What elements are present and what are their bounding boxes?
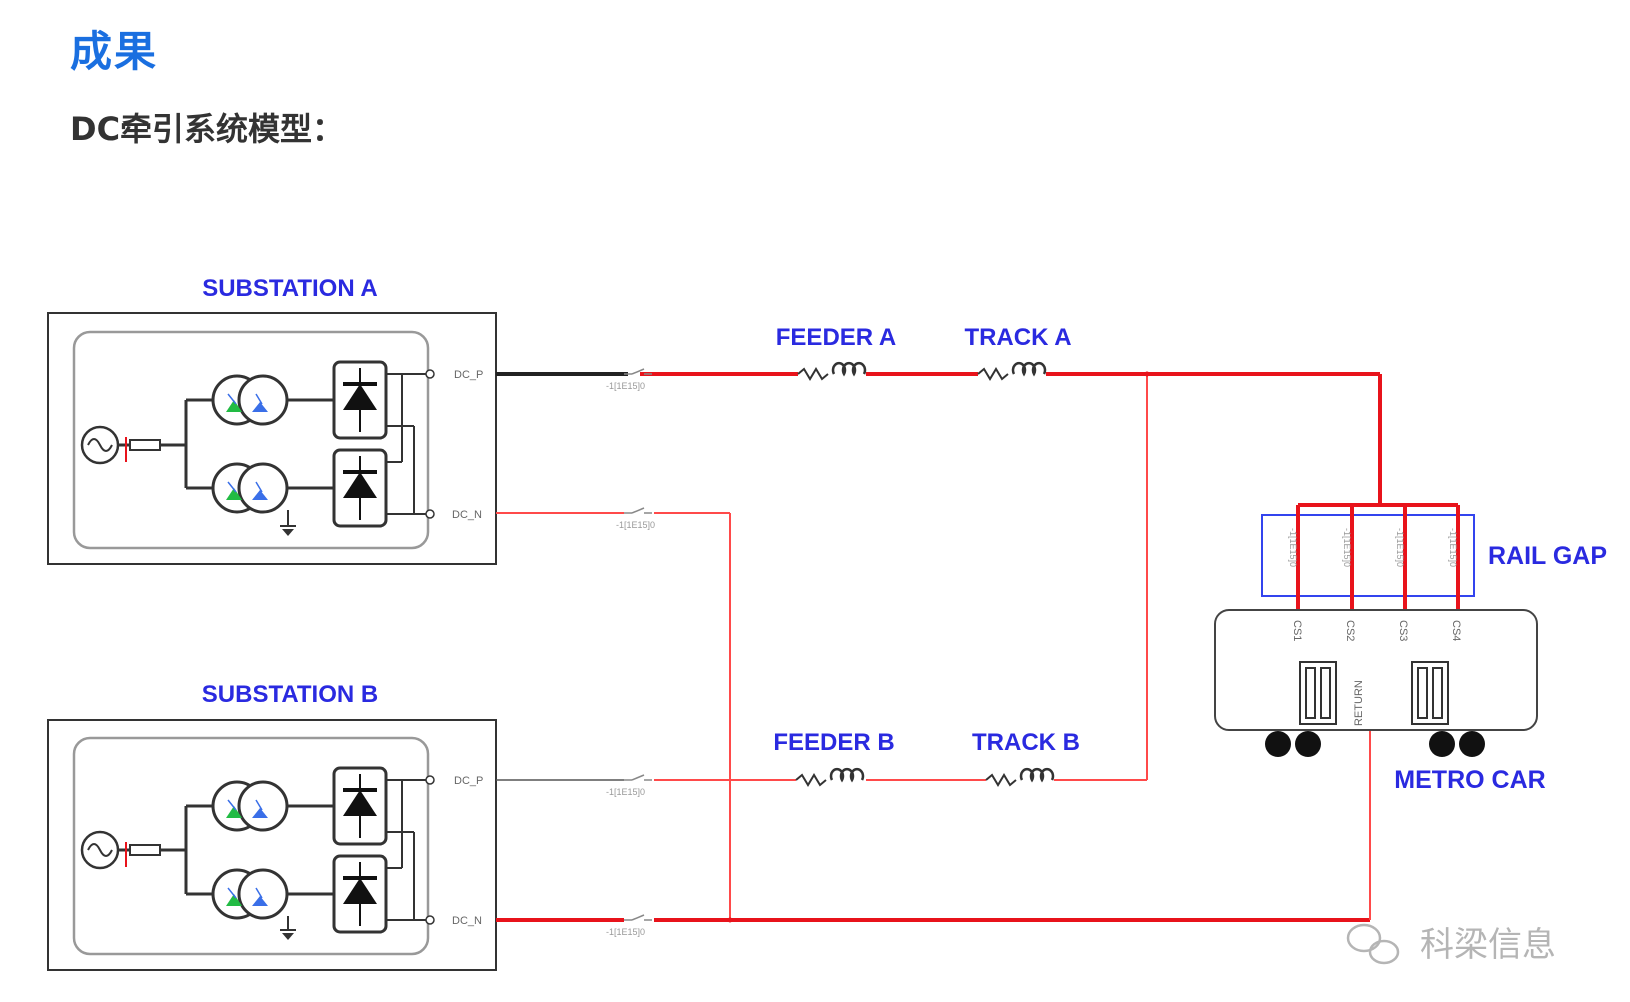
return-label: RETURN [1353, 680, 1365, 726]
feeder-b-inductor-icon [794, 767, 865, 787]
feeder-b-label: FEEDER B [773, 729, 894, 756]
motor-icon [1411, 661, 1449, 725]
wheel-icon [1429, 731, 1455, 757]
gap-tag: -1[1E15]0 [1395, 528, 1405, 567]
metro-car: CS1 CS2 CS3 CS4 RETURN [1214, 609, 1538, 757]
wiring [496, 371, 1382, 923]
breaker-switch-icon [623, 774, 653, 781]
feeder-a-label: FEEDER A [776, 324, 896, 351]
motor-icon [1299, 661, 1337, 725]
page-title: 成果 [70, 27, 159, 76]
watermark: 科梁信息 [1346, 923, 1556, 965]
substation-a: DC_P DC_N [47, 312, 497, 565]
wheel-icon [1265, 731, 1291, 757]
switch-tag: -1[1E15]0 [616, 520, 655, 530]
track-b-inductor-icon [984, 767, 1055, 787]
switch-tag: -1[1E15]0 [606, 927, 645, 937]
rectifier-diode-icon [332, 360, 388, 440]
impedance-icon [129, 439, 161, 451]
switch-tag: -1[1E15]0 [606, 787, 645, 797]
breaker-switch-icon [623, 914, 653, 921]
metro-car-label: METRO CAR [1394, 766, 1545, 794]
cs-label: CS2 [1344, 620, 1356, 641]
substation-b: DC_P DC_N [47, 719, 497, 971]
wheel-icon [1295, 731, 1321, 757]
page-subtitle: DC牵引系统模型： [70, 110, 345, 148]
transformer-icon [211, 462, 289, 514]
wechat-icon [1346, 923, 1400, 965]
watermark-text: 科梁信息 [1420, 925, 1556, 965]
rail-gap-label: RAIL GAP [1488, 542, 1607, 570]
port-dc-n-label: DC_N [452, 509, 482, 521]
gap-tag: -1[1E15]0 [1342, 528, 1352, 567]
track-a-label: TRACK A [964, 324, 1071, 351]
impedance-icon [129, 844, 161, 856]
port-dc-n-label: DC_N [452, 915, 482, 927]
port-dc-p-label: DC_P [454, 775, 483, 787]
gap-tag: -1[1E15]0 [1448, 528, 1458, 567]
breaker-switch-icon [623, 368, 653, 375]
ac-source-icon [80, 425, 120, 465]
cs-label: CS4 [1450, 620, 1462, 641]
breaker-switch-icon [623, 507, 653, 514]
rail-gap: -1[1E15]0 -1[1E15]0 -1[1E15]0 -1[1E15]0 [1261, 503, 1475, 612]
transformer-icon [211, 780, 289, 832]
track-a-inductor-icon [976, 361, 1047, 381]
feeder-a-inductor-icon [796, 361, 867, 381]
gap-tag: -1[1E15]0 [1288, 528, 1298, 567]
wheel-icon [1459, 731, 1485, 757]
switch-tag: -1[1E15]0 [606, 381, 645, 391]
track-b-label: TRACK B [972, 729, 1080, 756]
rectifier-diode-icon [332, 766, 388, 846]
transformer-icon [211, 868, 289, 920]
rectifier-diode-icon [332, 854, 388, 934]
cs-label: CS3 [1397, 620, 1409, 641]
rectifier-diode-icon [332, 448, 388, 528]
ac-source-icon [80, 830, 120, 870]
substation-b-label: SUBSTATION B [202, 681, 378, 708]
port-dc-p-label: DC_P [454, 369, 483, 381]
cs-label: CS1 [1291, 620, 1303, 641]
substation-a-label: SUBSTATION A [202, 275, 378, 302]
transformer-icon [211, 374, 289, 426]
